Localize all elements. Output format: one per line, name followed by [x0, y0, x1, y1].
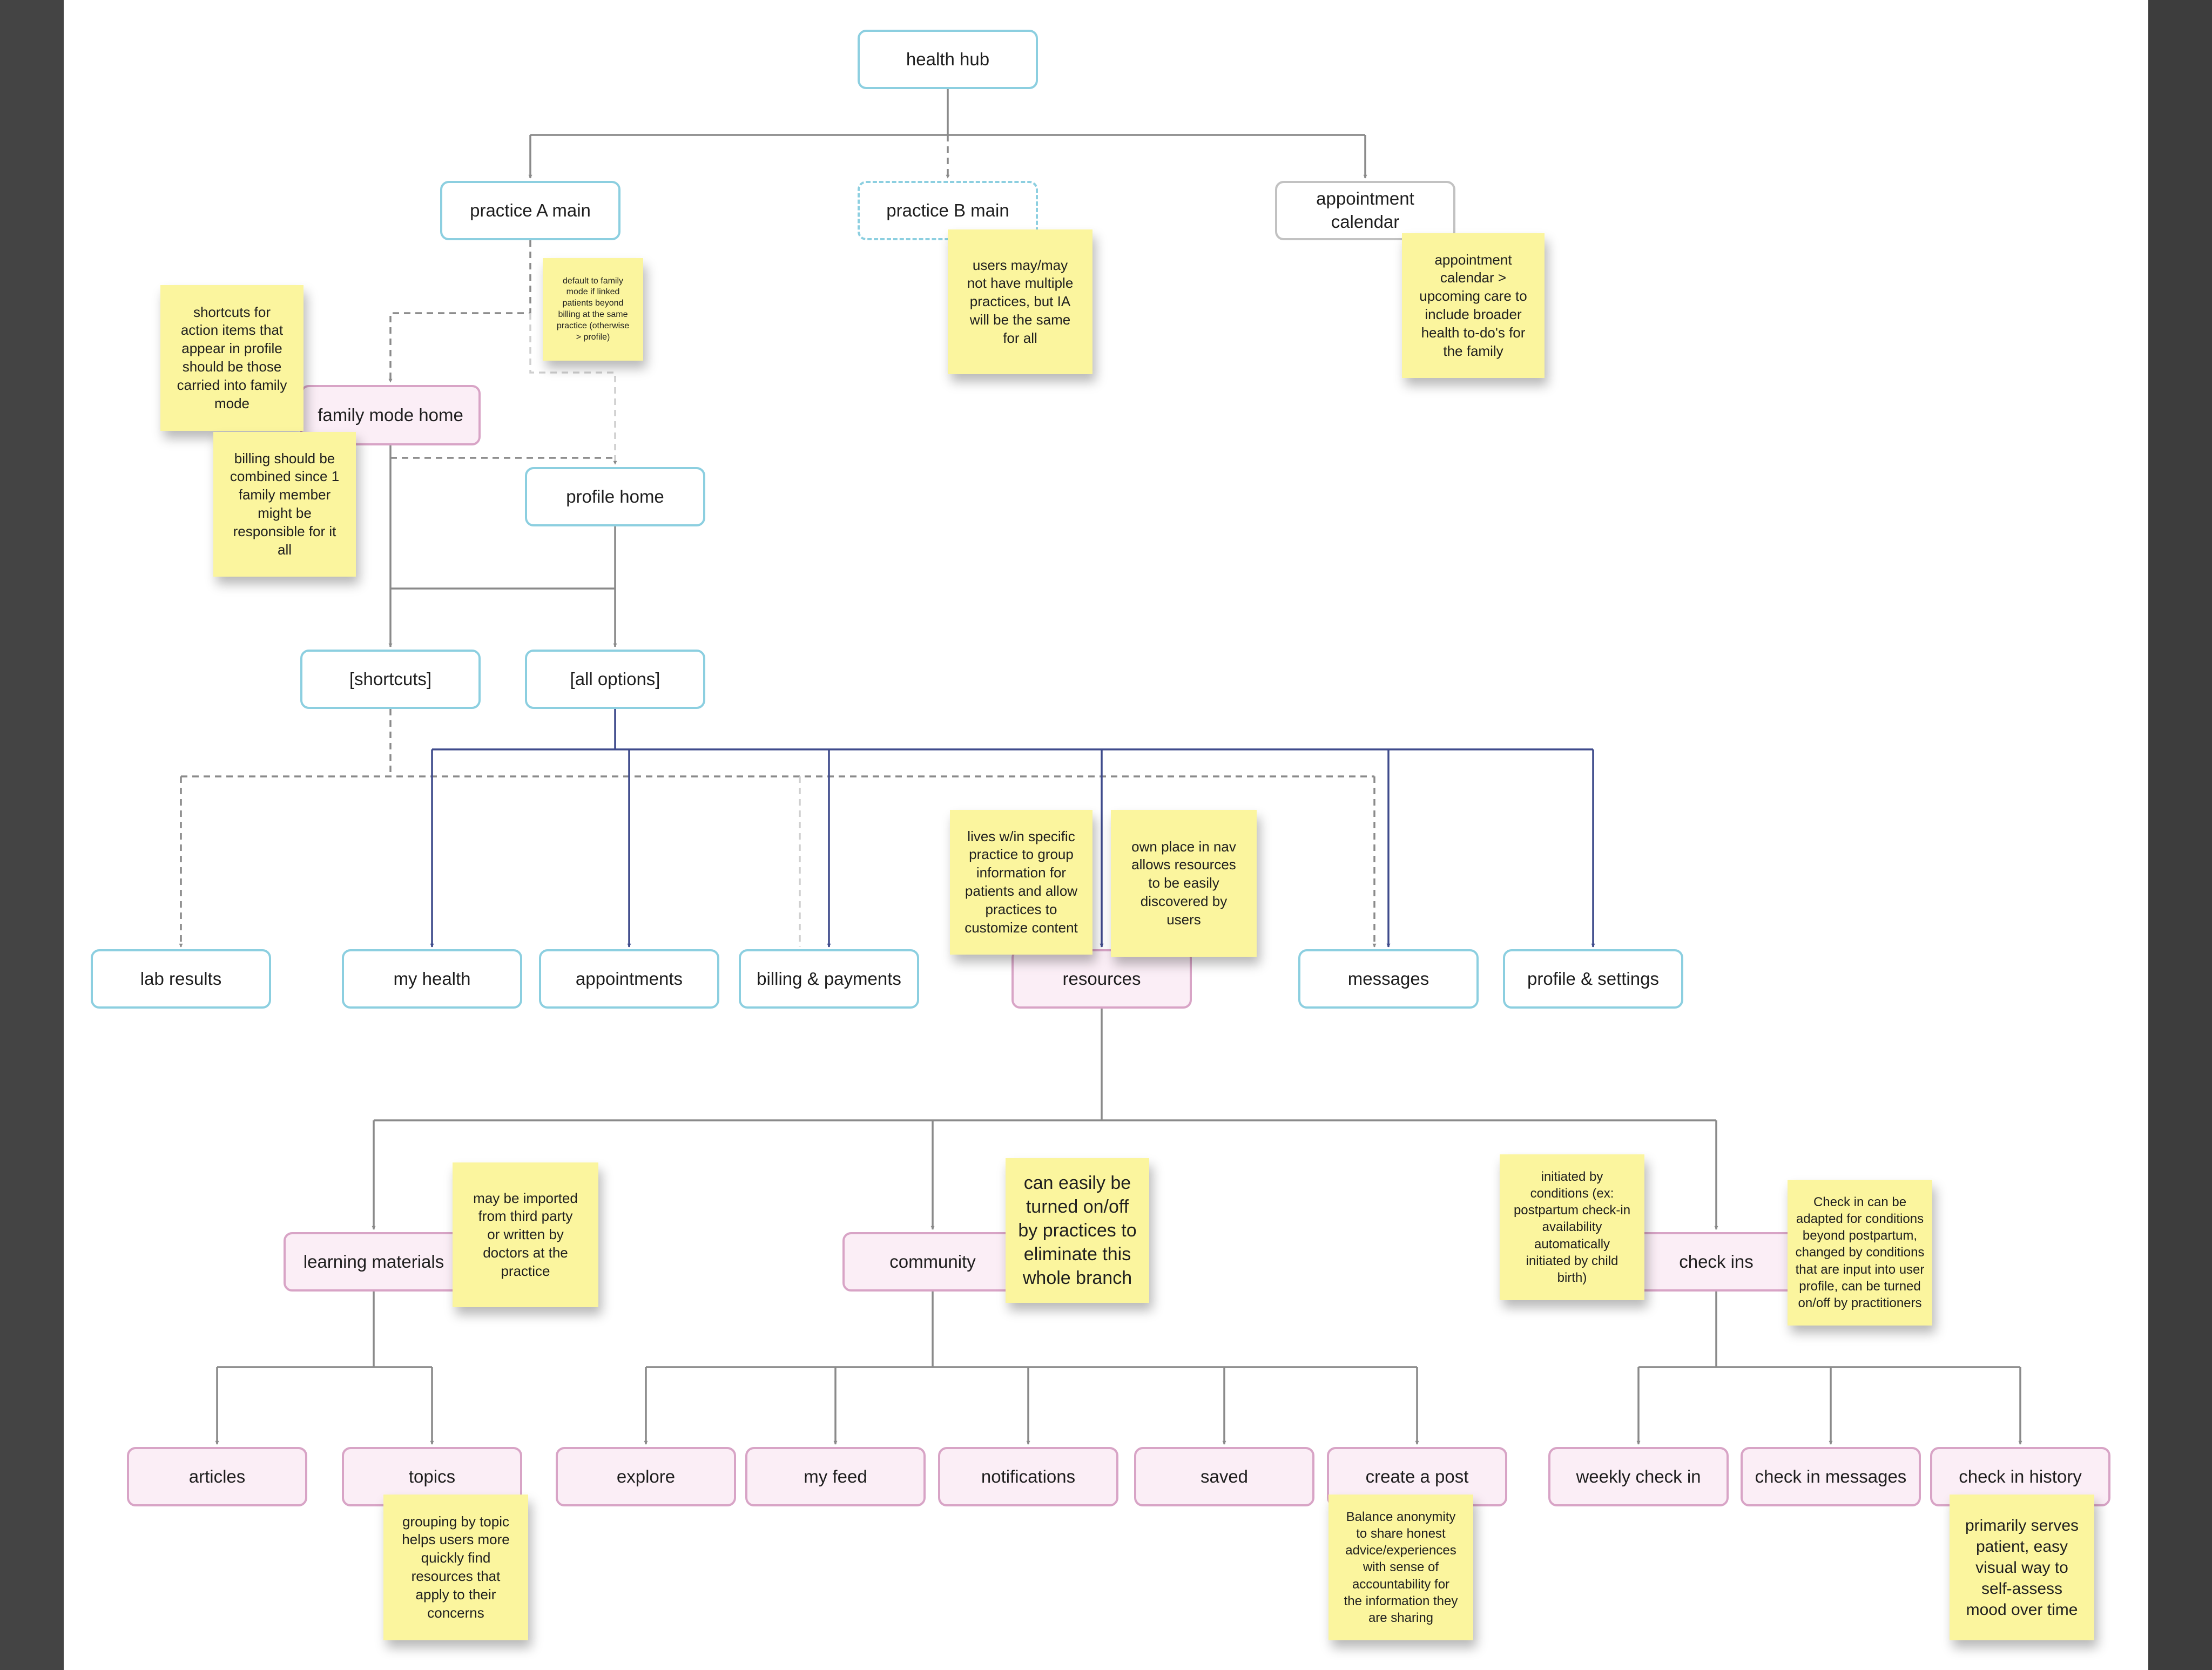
node-appointment-calendar[interactable]: appointment calendar: [1275, 181, 1455, 240]
sticky-note-billing-combined: billing should be combined since 1 famil…: [213, 432, 356, 577]
sticky-note-initiated-by-conditions: initiated by conditions (ex: postpartum …: [1500, 1154, 1644, 1300]
node-practice-a-main[interactable]: practice A main: [440, 181, 621, 240]
node-my-feed[interactable]: my feed: [745, 1447, 926, 1506]
sticky-note-imported-third-party: may be imported from third party or writ…: [453, 1162, 598, 1307]
node-check-ins[interactable]: check ins: [1626, 1232, 1806, 1292]
node-my-health[interactable]: my health: [342, 949, 522, 1009]
node-explore[interactable]: explore: [556, 1447, 736, 1506]
sticky-note-multiple-practices: users may/may not have multiple practice…: [948, 229, 1092, 374]
sticky-note-own-place-in-nav: own place in nav allows resources to be …: [1111, 810, 1257, 957]
sticky-note-lives-within-practice: lives w/in specific practice to group in…: [950, 810, 1092, 955]
node-notifications[interactable]: notifications: [938, 1447, 1118, 1506]
right-scrollbar-area: [2148, 0, 2212, 1670]
node-check-in-messages[interactable]: check in messages: [1741, 1447, 1921, 1506]
node-community[interactable]: community: [842, 1232, 1023, 1292]
node-all-options[interactable]: [all options]: [525, 650, 705, 709]
sticky-note-calendar-family: appointment calendar > upcoming care to …: [1402, 233, 1545, 378]
node-health-hub[interactable]: health hub: [858, 30, 1038, 89]
sticky-note-balance-anonymity: Balance anonymity to share honest advice…: [1328, 1495, 1473, 1640]
edge-practice-a-family: [388, 240, 531, 383]
node-profile-home[interactable]: profile home: [525, 467, 705, 526]
node-profile-settings[interactable]: profile & settings: [1503, 949, 1683, 1009]
node-appointments[interactable]: appointments: [539, 949, 719, 1009]
node-lab-results[interactable]: lab results: [91, 949, 271, 1009]
node-messages[interactable]: messages: [1298, 949, 1479, 1009]
node-resources[interactable]: resources: [1011, 949, 1192, 1009]
node-billing-payments[interactable]: billing & payments: [739, 949, 919, 1009]
sticky-note-default-family-mode: default to family mode if linked patient…: [543, 258, 643, 361]
sticky-note-grouping-by-topic: grouping by topic helps users more quick…: [383, 1495, 528, 1640]
node-articles[interactable]: articles: [127, 1447, 307, 1506]
node-saved[interactable]: saved: [1134, 1447, 1314, 1506]
sticky-note-primarily-serves-patient: primarily serves patient, easy visual wa…: [1950, 1495, 2094, 1640]
sticky-note-turned-on-off: can easily be turned on/off by practices…: [1006, 1158, 1149, 1303]
node-weekly-check-in[interactable]: weekly check in: [1548, 1447, 1729, 1506]
node-shortcuts[interactable]: [shortcuts]: [300, 650, 481, 709]
sticky-note-shortcuts-profile: shortcuts for action items that appear i…: [160, 285, 304, 431]
sticky-note-check-in-adapted: Check in can be adapted for conditions b…: [1788, 1180, 1932, 1326]
diagram-canvas: [64, 0, 2148, 1670]
node-learning-materials[interactable]: learning materials: [284, 1232, 464, 1292]
